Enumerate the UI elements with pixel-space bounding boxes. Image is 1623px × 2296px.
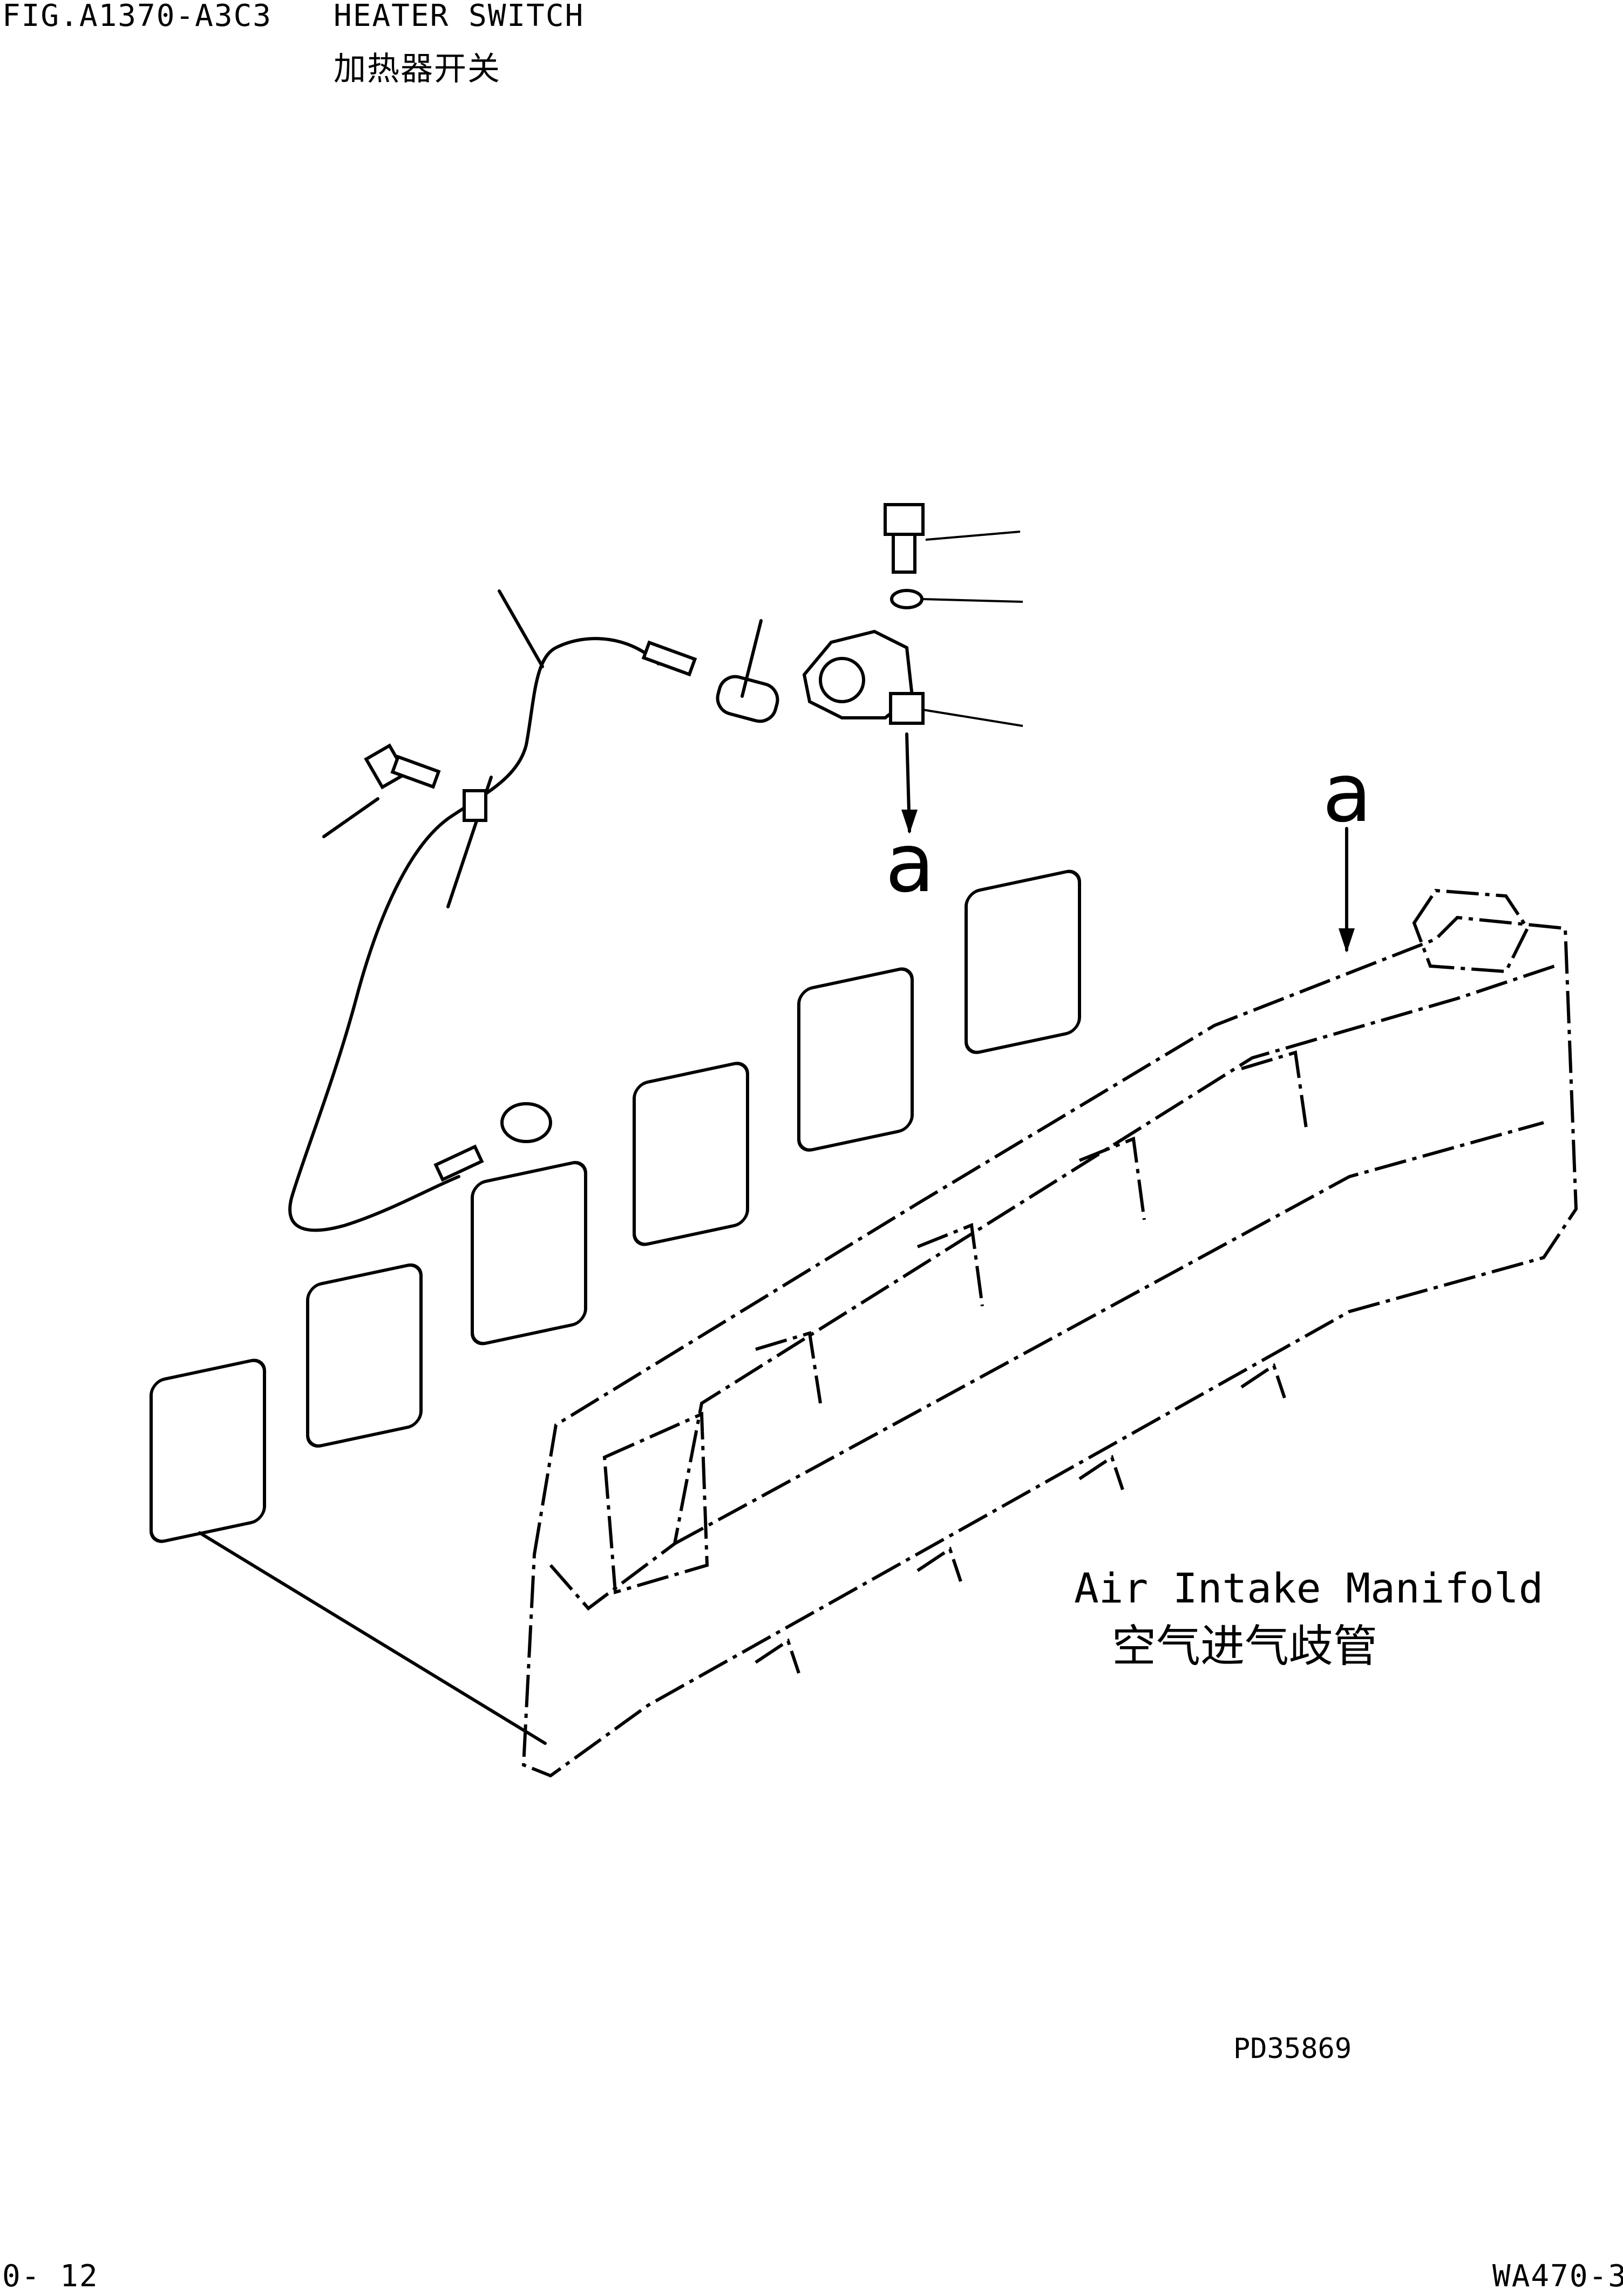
figure-number: FIG.A1370-A3C3 <box>2 0 273 33</box>
heater-plates <box>150 870 1081 1543</box>
heater-plate <box>306 1263 423 1448</box>
heater-plate <box>965 870 1081 1054</box>
wiring-harness <box>288 589 660 1232</box>
manifold-label-en: Air Intake Manifold <box>1074 1564 1544 1612</box>
figure-title-cn: 加热器开关 <box>334 50 501 88</box>
air-intake-manifold <box>521 827 1578 1778</box>
detail-callout-top: a <box>885 817 935 911</box>
heater-plate <box>150 1358 266 1543</box>
heater-switch-unit <box>802 503 1023 834</box>
detail-callout-manifold: a <box>1322 746 1372 840</box>
heater-plate <box>633 1062 749 1246</box>
connector-top <box>641 619 779 723</box>
heater-plate <box>797 967 914 1152</box>
page-number: 0- 12 <box>2 2259 99 2294</box>
heater-plate <box>471 1161 587 1346</box>
ground-wire <box>198 1531 547 1745</box>
manifold-label-cn: 空气进气歧管 <box>1112 1621 1378 1672</box>
figure-title-en: HEATER SWITCH <box>334 0 585 33</box>
bolt-left <box>322 743 487 838</box>
connector-lower <box>433 1102 552 1182</box>
model-number: WA470-3 <box>1492 2259 1623 2294</box>
drawing-code: PD35869 <box>1233 2033 1352 2065</box>
